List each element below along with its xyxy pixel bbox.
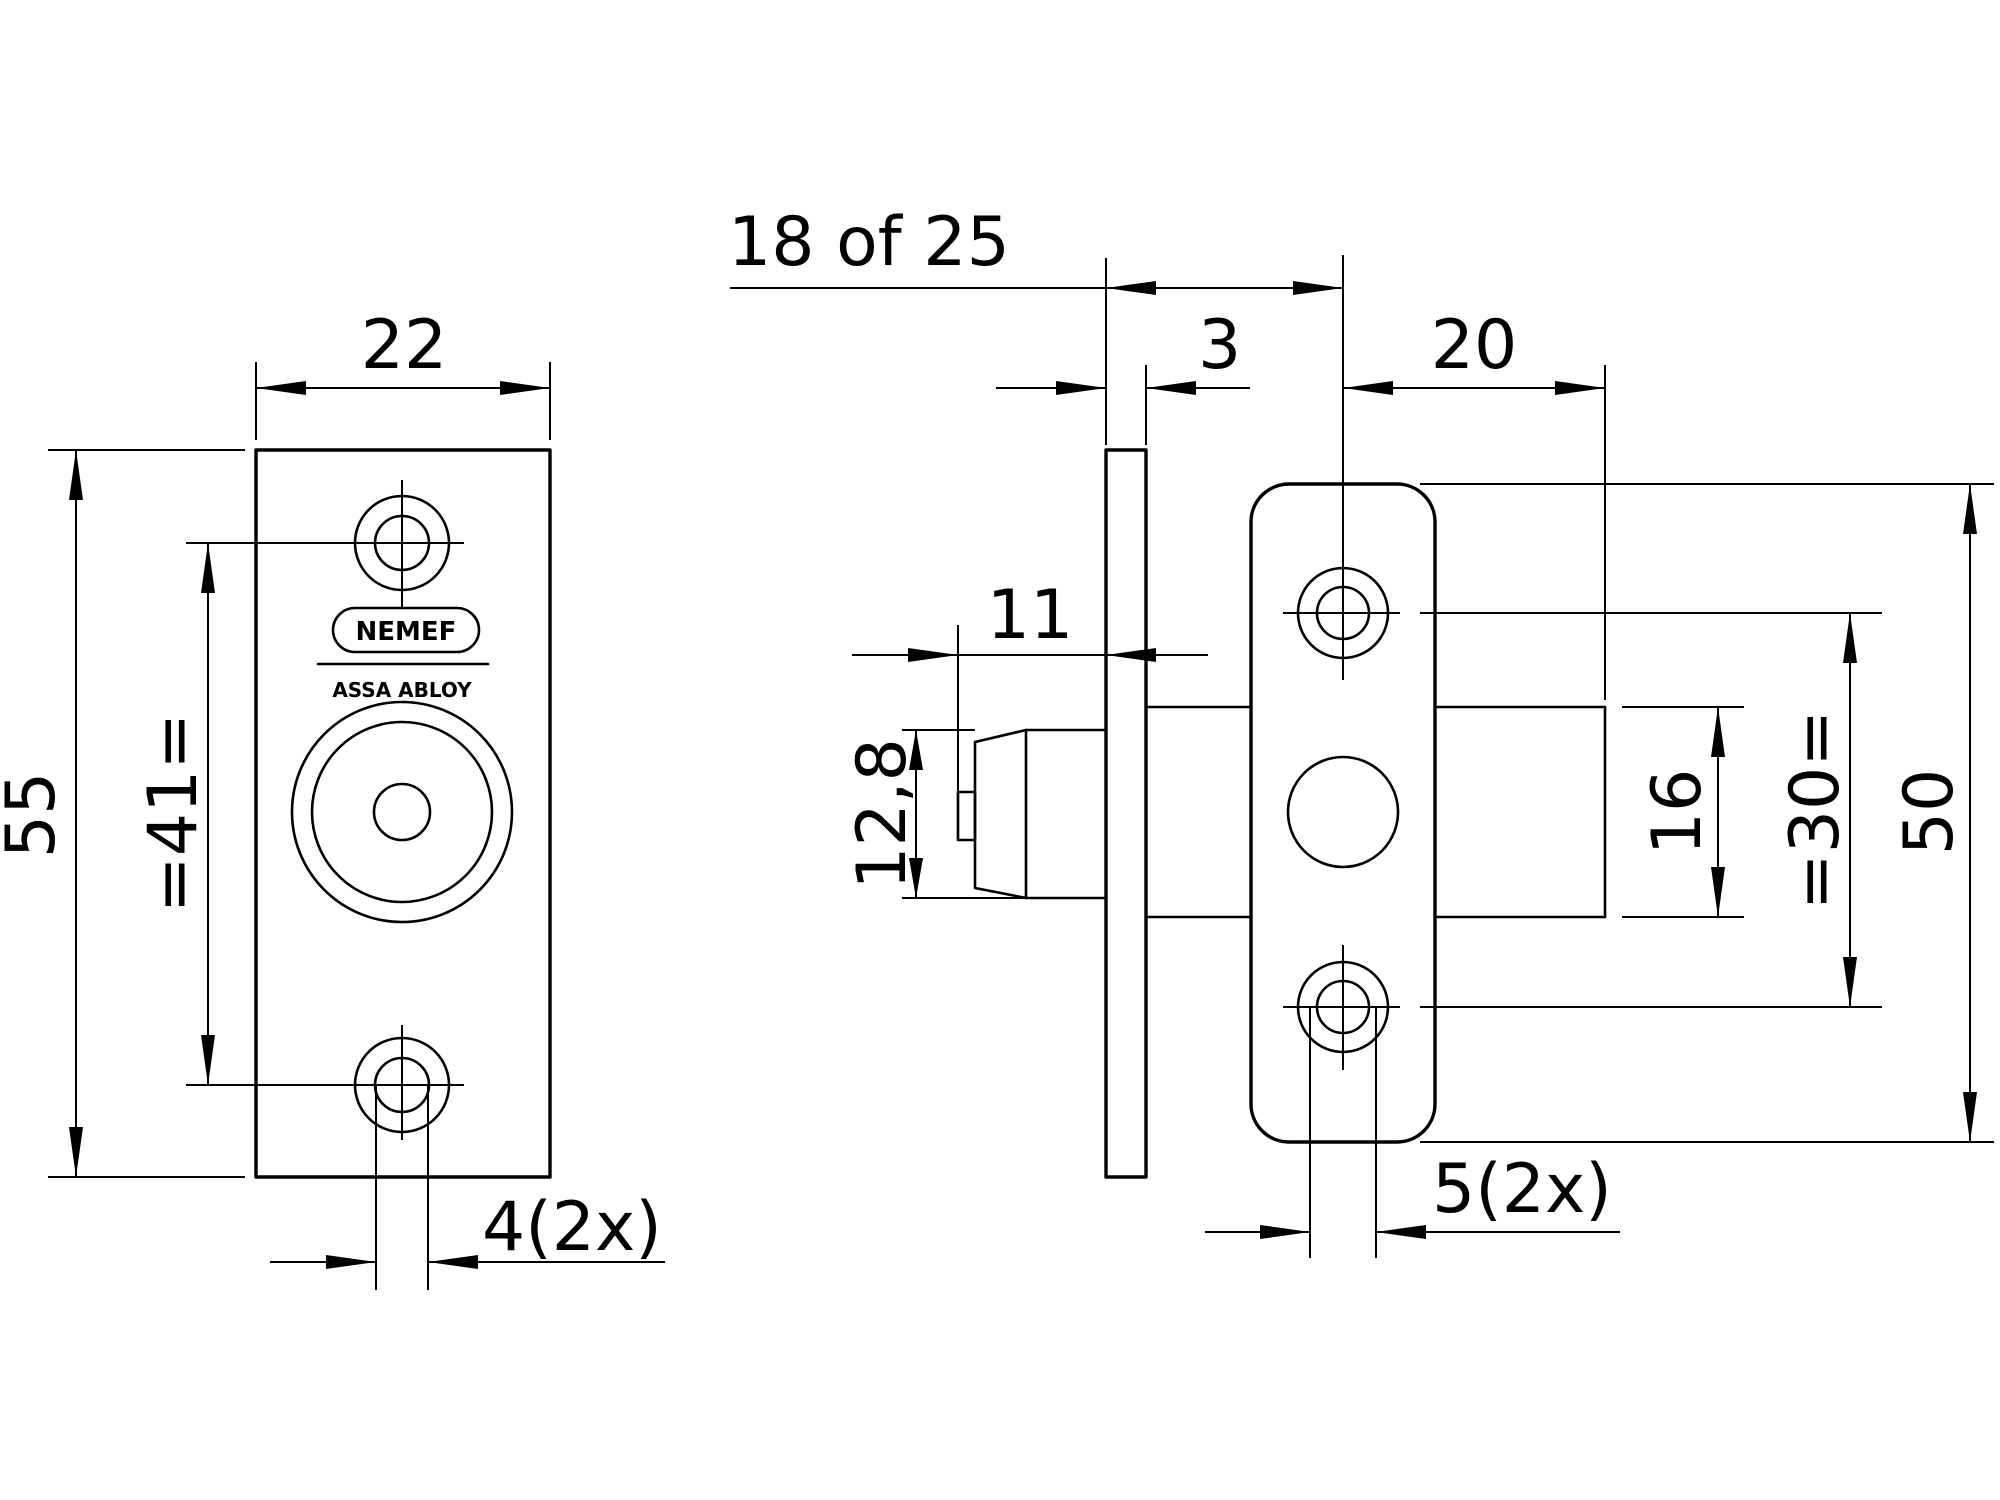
side-view: 18 of 25 3 20 11 [728,203,1994,1258]
dim-hole-spacing-label: =41= [134,713,213,913]
dim-width-label: 22 [361,306,448,385]
top-screw-hole [340,480,464,608]
front-view: NEMEF ASSA ABLOY 22 [0,306,665,1290]
flange-bottom-hole [1283,945,1400,1070]
dim-hole-spacing: =41= [134,542,340,1086]
dim-flange-height: 50 [1420,483,1994,1143]
dim-body-height-label: 16 [1638,769,1717,856]
flange-top-hole [1283,255,1400,680]
dim-bolt-length-label: 18 of 25 [728,203,1010,282]
dim-hole-spacing-right: =30= [1420,612,1882,1008]
dim-hole-spacing-right-label: =30= [1776,710,1855,910]
bolt-receiver [290,700,514,924]
bolt-head [956,728,1108,900]
nemef-logo: NEMEF ASSA ABLOY [316,606,490,702]
flange-center-hole [1286,755,1400,869]
logo-brand: NEMEF [356,617,457,647]
logo-group: ASSA ABLOY [332,678,472,702]
bolt-body [1144,705,1607,919]
dim-body-height: 16 [1622,706,1744,918]
dim-height-label: 55 [0,772,71,859]
bottom-screw-hole [340,1025,464,1140]
dim-width: 22 [255,306,551,440]
dim-bolt-projection: 11 [852,576,1208,800]
dim-flange-height-label: 50 [1890,769,1969,856]
dim-body-depth-label: 20 [1431,306,1518,385]
front-plate [1104,448,1148,1179]
dim-height: 55 [0,449,245,1178]
dim-plate-thickness-label: 3 [1198,306,1241,385]
dim-hole-diameter-left-label: 4(2x) [482,1188,662,1267]
dim-hole-diameter-right: 5(2x) [1205,1007,1620,1258]
dim-bolt-projection-label: 11 [987,576,1074,655]
dim-body-depth: 20 [1343,306,1606,700]
dim-plate-thickness: 3 [996,306,1250,445]
dim-bolt-height: 12,8 [843,729,1026,899]
strike-plate-outline [254,448,552,1179]
dim-bolt-length: 18 of 25 [728,203,1343,445]
dim-hole-diameter-right-label: 5(2x) [1432,1150,1612,1229]
dim-bolt-height-label: 12,8 [843,738,922,889]
dim-hole-diameter-left: 4(2x) [270,1085,665,1290]
